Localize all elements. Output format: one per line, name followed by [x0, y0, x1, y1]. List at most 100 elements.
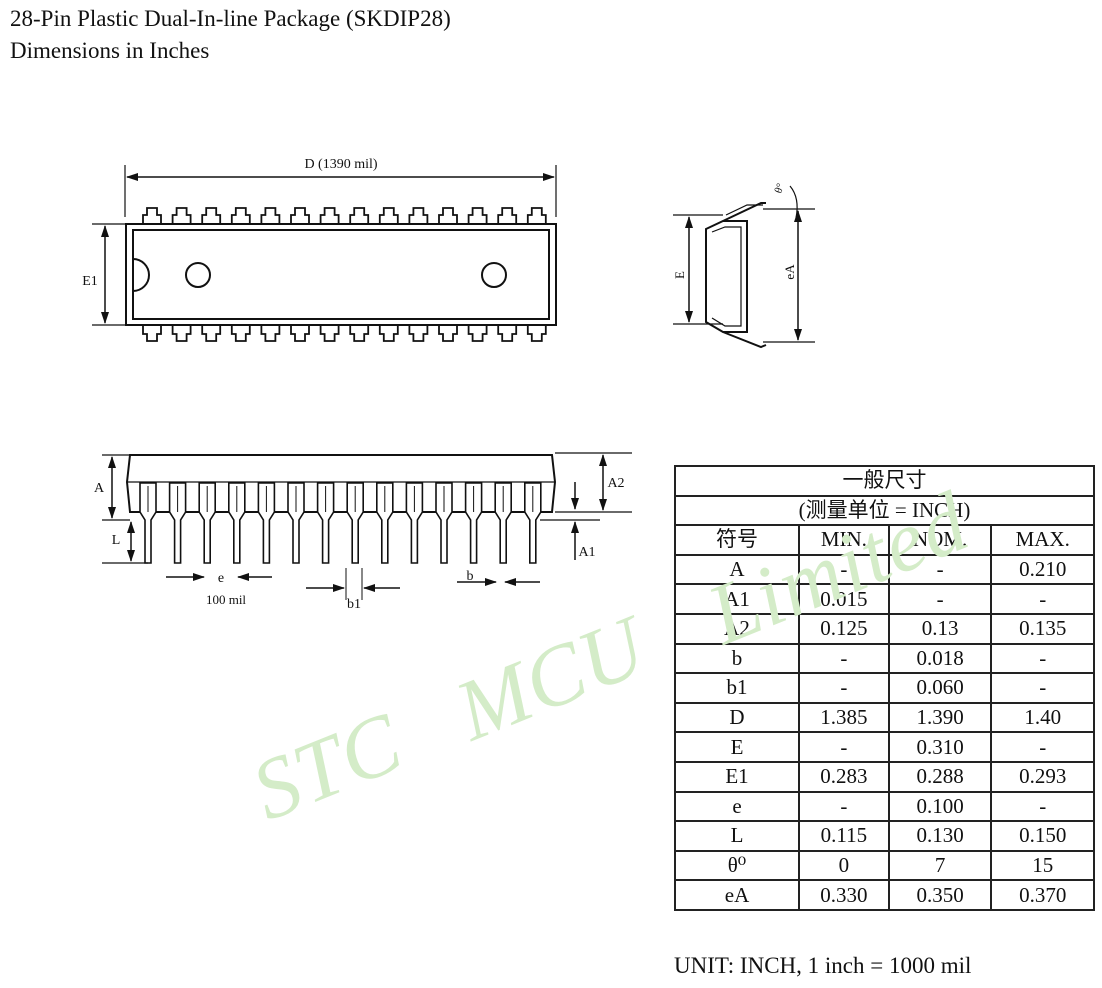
package-body-outline — [125, 223, 557, 326]
cell-min: - — [798, 790, 890, 823]
top-pin — [201, 207, 222, 224]
front-pin — [198, 482, 216, 564]
cell-symbol: A — [674, 553, 800, 586]
cell-max: 0.210 — [990, 553, 1095, 586]
side-lead — [722, 331, 767, 349]
column-header-max: MAX. — [990, 524, 1095, 556]
front-pin — [346, 482, 364, 564]
cell-nom: 0.288 — [887, 760, 993, 793]
theta-label: θ° — [773, 182, 788, 195]
top-pin — [408, 207, 429, 224]
top-view-lower-pins — [142, 325, 547, 342]
top-pin — [319, 207, 340, 224]
table-row: b-0.018- — [674, 642, 1095, 675]
cell-max: - — [990, 790, 1095, 823]
cell-max: - — [990, 672, 1095, 704]
cell-max: 1.40 — [990, 701, 1095, 734]
a1-label: A1 — [578, 545, 595, 560]
cell-nom: - — [887, 553, 993, 586]
cell-max: - — [990, 583, 1095, 615]
table-header-row: 一般尺寸 — [674, 465, 1095, 497]
b-label: b — [467, 569, 474, 584]
cell-symbol: eA — [674, 879, 800, 911]
bottom-pin — [171, 325, 192, 342]
cell-symbol: θ⁰ — [674, 849, 800, 882]
front-view-pins — [139, 482, 542, 564]
table-header-general: 一般尺寸 — [674, 465, 1095, 497]
cell-nom: - — [887, 583, 993, 615]
top-pin — [526, 207, 547, 224]
bottom-pin — [378, 325, 399, 342]
a2-label: A2 — [607, 476, 624, 491]
cell-min: 0.125 — [798, 612, 890, 645]
table-row: E-0.310- — [674, 731, 1095, 763]
cell-max: - — [990, 642, 1095, 675]
theta-arc — [789, 185, 798, 219]
front-view: A L A2 A1 e 100 mil b1 b — [94, 452, 632, 612]
cell-nom: 0.13 — [887, 612, 993, 645]
cell-min: 0 — [798, 849, 890, 882]
cell-nom: 0.130 — [887, 820, 993, 852]
b1-label: b1 — [347, 597, 361, 612]
top-pin — [260, 207, 281, 224]
front-pin — [168, 482, 187, 564]
side-body-inner — [711, 226, 742, 327]
bottom-pin — [201, 325, 222, 342]
front-pin — [316, 482, 335, 564]
top-pin — [438, 207, 458, 224]
cell-nom: 0.310 — [887, 731, 993, 763]
cell-max: 15 — [990, 849, 1095, 882]
cell-symbol: e — [674, 790, 800, 823]
cell-min: 1.385 — [798, 701, 890, 734]
cell-min: - — [798, 642, 890, 675]
table-row: e-0.100- — [674, 790, 1095, 823]
ea-label: eA — [782, 264, 797, 280]
cell-symbol: E — [674, 731, 800, 763]
front-pin — [139, 482, 157, 564]
bottom-pin — [467, 325, 488, 342]
table-header-row: (测量单位 = INCH) — [674, 494, 1095, 527]
top-view-upper-pins — [142, 207, 547, 224]
pitch-value-label: 100 mil — [206, 592, 246, 607]
e-label: E — [672, 271, 687, 279]
cell-max: 0.370 — [990, 879, 1095, 911]
bottom-pin — [349, 325, 370, 342]
front-body — [125, 454, 557, 513]
top-pin — [497, 207, 518, 224]
cell-max: 0.135 — [990, 612, 1095, 645]
cell-symbol: A1 — [674, 583, 800, 615]
table-row: b1-0.060- — [674, 672, 1095, 704]
front-pin — [376, 482, 394, 564]
cell-symbol: D — [674, 701, 800, 734]
column-header-min: MIN. — [798, 524, 890, 556]
cell-symbol: b1 — [674, 672, 800, 704]
package-subtitle: Dimensions in Inches — [10, 38, 210, 63]
cell-symbol: E1 — [674, 760, 800, 793]
bottom-pin — [408, 325, 429, 342]
column-header-nom: NOM. — [887, 524, 993, 556]
bottom-pin — [260, 325, 281, 342]
cell-min: - — [798, 672, 890, 704]
cell-min: 0.115 — [798, 820, 890, 852]
cell-nom: 0.350 — [887, 879, 993, 911]
bottom-pin — [290, 325, 310, 342]
cell-symbol: L — [674, 820, 800, 852]
table-header-unit: (测量单位 = INCH) — [674, 494, 1095, 527]
cell-min: - — [798, 731, 890, 763]
a-label: A — [94, 481, 105, 496]
top-view: D (1390 mil) E1 — [82, 157, 557, 342]
pin1-notch — [132, 258, 150, 292]
top-pin — [142, 207, 162, 224]
bottom-pin — [497, 325, 518, 342]
side-view: E eA θ° — [672, 182, 815, 349]
l-label: L — [112, 533, 121, 548]
cell-max: 0.293 — [990, 760, 1095, 793]
front-pin — [524, 482, 542, 564]
e1-label: E1 — [82, 274, 98, 289]
bottom-pin — [438, 325, 458, 342]
